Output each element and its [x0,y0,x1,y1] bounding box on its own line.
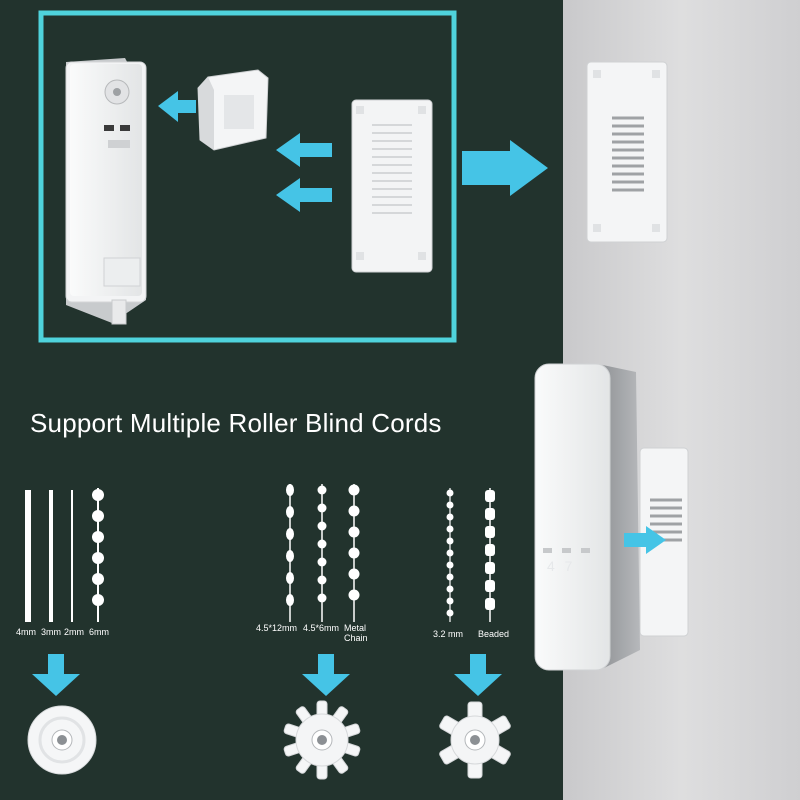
cord-group-1 [25,488,104,622]
star-pulley-icon [439,701,511,779]
motor-unit-back [65,58,147,325]
cord-label: 3.2 mm [433,629,464,639]
installed-motor-device [534,363,640,671]
arrow-icon [624,526,666,554]
assembly-frame [38,10,457,343]
cord-group-2 [286,484,360,622]
round-pulley-icon [27,705,97,775]
arrow-icon [302,654,350,696]
arrow-icons [32,91,666,696]
cord-label: 4mm [16,627,36,637]
wall-plate-small [351,99,433,273]
cord-label: 4.5*6mm [303,623,340,633]
arrow-icon [454,654,502,696]
cord-label: 2mm [64,627,84,637]
arrow-icon [32,654,80,696]
cord-label: Metal Chain [344,623,368,643]
heading: Support Multiple Roller Blind Cords [30,408,442,438]
cord-label: 3mm [41,627,61,637]
arrow-icon [158,91,196,122]
arrow-icon [462,140,548,196]
cord-label: Beaded [478,629,510,639]
arrow-icon [276,178,332,212]
cord-group-3 [446,488,495,622]
wall-plate-mounted [586,61,668,243]
arrow-icon [276,133,332,167]
cord-label: 6mm [89,627,109,637]
bracket-adapter [197,69,269,151]
cord-label: 4.5*12mm [256,623,298,633]
toothed-pulley-icon [283,700,361,780]
device-display: 4 7 [547,558,576,574]
